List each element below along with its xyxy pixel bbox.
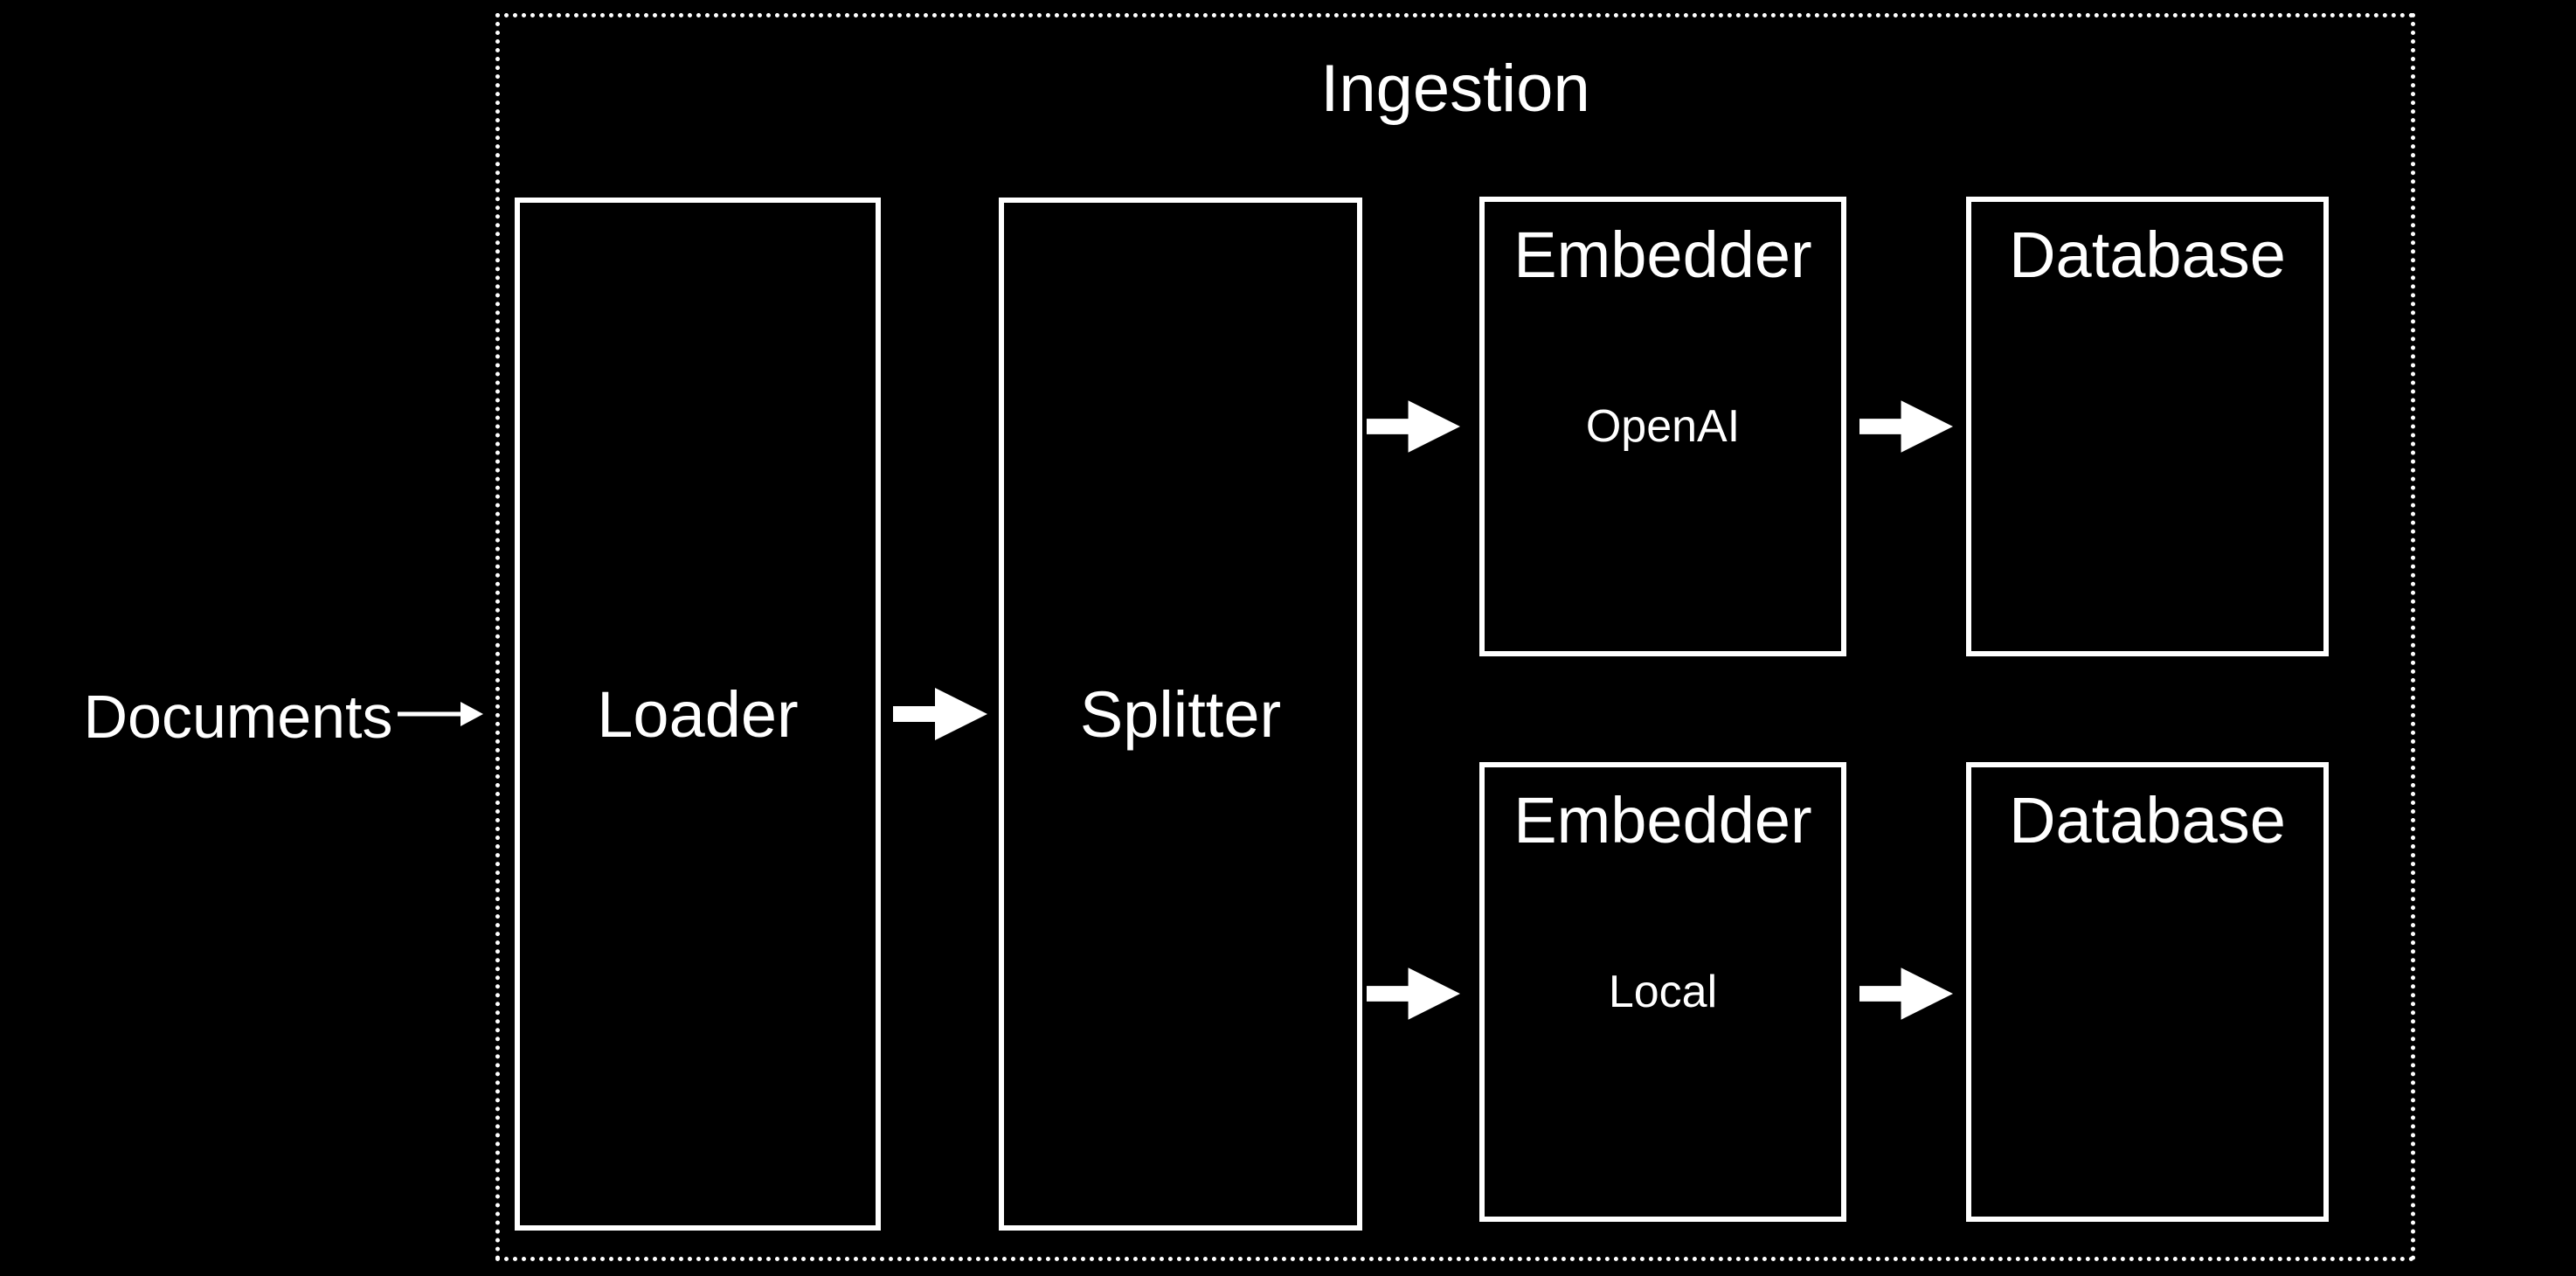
embedder-local-to-database-arrow-icon (1859, 967, 1953, 1020)
embedder-local-title: Embedder (1513, 784, 1812, 856)
loader-box: Loader (515, 198, 881, 1231)
embedder-local-variant-label: Local (1608, 967, 1718, 1017)
database-top-title: Database (2009, 218, 2286, 291)
embedder-openai-title: Embedder (1513, 218, 1812, 291)
embedder-local-box: Embedder Local (1479, 762, 1846, 1222)
loader-to-splitter-arrow-icon (893, 688, 987, 740)
ingestion-container (495, 13, 2415, 1261)
embedder-openai-to-database-arrow-icon (1859, 400, 1953, 453)
splitter-to-embedder-openai-arrow-icon (1367, 400, 1460, 453)
splitter-to-embedder-local-arrow-icon (1367, 967, 1460, 1020)
database-top-box: Database (1966, 197, 2329, 656)
database-bottom-box: Database (1966, 762, 2329, 1222)
database-bottom-title: Database (2009, 784, 2286, 856)
documents-label: Documents (83, 683, 393, 751)
loader-label: Loader (597, 677, 799, 751)
documents-to-ingestion-arrow-icon (398, 702, 483, 726)
splitter-box: Splitter (999, 198, 1362, 1231)
splitter-label: Splitter (1079, 677, 1282, 751)
ingestion-title: Ingestion (1320, 52, 1590, 126)
embedder-openai-box: Embedder OpenAI (1479, 197, 1846, 656)
embedder-openai-variant-label: OpenAI (1585, 401, 1741, 452)
